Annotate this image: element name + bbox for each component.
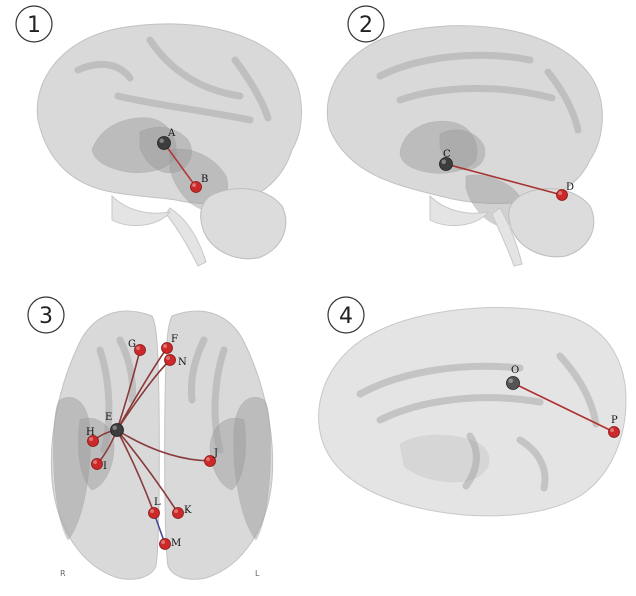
node-i-label: I <box>103 461 107 472</box>
node-o-marker <box>507 377 520 390</box>
panel-2-brain <box>327 26 602 266</box>
node-n-marker <box>165 355 176 366</box>
panel-1-number-badge: 1 <box>16 6 52 42</box>
node-c-highlight <box>441 159 446 164</box>
panel-1-number: 1 <box>27 13 41 38</box>
node-l-highlight <box>150 509 154 513</box>
node-p-label: P <box>611 415 618 426</box>
node-k-marker <box>173 508 184 519</box>
node-n-highlight <box>166 356 170 360</box>
panel-3-number-badge: 3 <box>28 297 64 333</box>
node-g-highlight <box>136 346 140 350</box>
node-i-marker <box>92 459 103 470</box>
node-p-highlight <box>610 428 614 432</box>
node-j-label: J <box>213 448 218 459</box>
node-e-label: E <box>105 412 112 423</box>
node-k-label: K <box>184 505 192 516</box>
node-k-highlight <box>174 509 178 513</box>
node-e-marker <box>111 424 124 437</box>
node-n-label: N <box>178 357 187 368</box>
node-b-highlight <box>192 183 196 187</box>
node-d-label: D <box>566 182 574 193</box>
panel-2-number: 2 <box>359 13 373 38</box>
node-c-label: C <box>443 149 451 160</box>
panel-4-number-badge: 4 <box>328 297 364 333</box>
node-d-highlight <box>558 191 562 195</box>
node-e-highlight <box>112 425 117 430</box>
panel-4-number: 4 <box>339 304 353 329</box>
orientation-left-label: L <box>255 569 260 578</box>
node-g-marker <box>135 345 146 356</box>
node-o-label: O <box>511 365 519 376</box>
node-b-marker <box>191 182 202 193</box>
node-i-highlight <box>93 460 97 464</box>
node-f-label: F <box>171 334 178 345</box>
node-f-highlight <box>163 344 167 348</box>
node-b-label: B <box>201 174 208 185</box>
node-a-highlight <box>159 138 164 143</box>
panel-4-brain <box>319 308 626 516</box>
node-m-label: M <box>171 538 181 549</box>
node-l-marker <box>149 508 160 519</box>
panel-3: 3 R L <box>28 297 273 579</box>
orientation-right-label: R <box>60 569 66 578</box>
node-m-marker <box>160 539 171 550</box>
node-l-label: L <box>154 497 161 508</box>
node-a-label: A <box>167 128 176 139</box>
node-m: M <box>160 538 182 550</box>
panel-4: 4 <box>319 297 626 516</box>
panel-2: 2 <box>327 6 602 266</box>
panel-1: 1 <box>16 6 302 266</box>
panel-3-number: 3 <box>39 304 53 329</box>
node-g-label: G <box>128 339 136 350</box>
node-p-marker <box>609 427 620 438</box>
node-h-label: H <box>86 427 95 438</box>
panel-2-number-badge: 2 <box>348 6 384 42</box>
node-j-highlight <box>206 457 210 461</box>
node-m-highlight <box>161 540 165 544</box>
node-o-highlight <box>508 378 513 383</box>
